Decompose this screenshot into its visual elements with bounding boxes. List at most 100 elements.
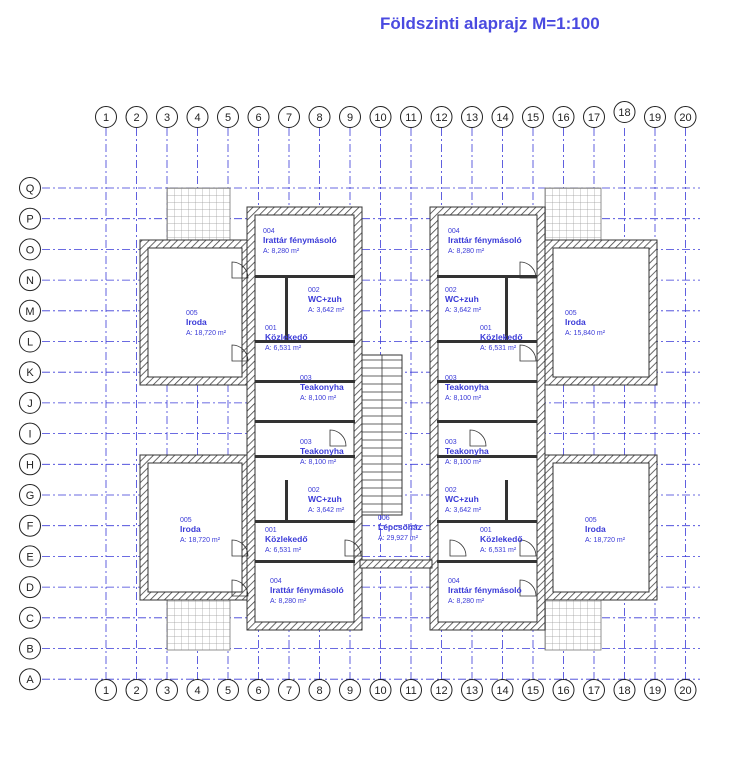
door-swing bbox=[231, 344, 249, 362]
room-floor bbox=[437, 214, 538, 623]
partition-wall bbox=[437, 455, 537, 458]
axis-label: A bbox=[26, 674, 34, 686]
room-name: Iroda bbox=[585, 524, 606, 534]
door-swing bbox=[329, 429, 347, 447]
axis-label: 3 bbox=[164, 685, 170, 697]
axis-bubble: 13 bbox=[461, 106, 483, 128]
axis-bubble: 3 bbox=[156, 679, 178, 701]
partition-wall bbox=[505, 480, 508, 520]
axis-bubble: 4 bbox=[186, 106, 209, 128]
axis-bubble: 15 bbox=[522, 679, 544, 701]
axis-bubble: P bbox=[19, 207, 41, 230]
room-area: A: 18,720 m² bbox=[585, 537, 626, 544]
room-area: A: 6,531 m² bbox=[265, 547, 302, 554]
balcony bbox=[544, 187, 602, 241]
axis-label: 20 bbox=[679, 685, 691, 697]
axis-label: 8 bbox=[316, 685, 322, 697]
room-area: A: 3,642 m² bbox=[308, 507, 345, 514]
axis-label: O bbox=[26, 244, 35, 256]
axis-label: E bbox=[26, 551, 33, 563]
partition-wall bbox=[505, 275, 508, 340]
axis-label: 5 bbox=[225, 112, 231, 124]
axis-bubble: 3 bbox=[156, 106, 178, 128]
axis-label: C bbox=[26, 613, 34, 625]
axis-bubble: 2 bbox=[125, 679, 148, 701]
room-code: 005 bbox=[186, 310, 198, 317]
axis-bubble: 7 bbox=[278, 106, 300, 128]
axis-label: 1 bbox=[103, 685, 109, 697]
axis-bubble: Q bbox=[19, 177, 41, 199]
axis-label: 14 bbox=[496, 112, 508, 124]
room-area: A: 18,720 m² bbox=[186, 330, 227, 337]
axis-label: 1 bbox=[103, 112, 109, 124]
axis-bubble: 20 bbox=[674, 679, 697, 701]
axis-bubble: 16 bbox=[552, 106, 575, 128]
room-code: 005 bbox=[180, 517, 192, 524]
axis-bubble: 12 bbox=[430, 106, 453, 128]
door-swing bbox=[231, 261, 249, 279]
axis-label: 16 bbox=[557, 112, 569, 124]
room-code: 003 bbox=[300, 439, 312, 446]
axis-label: 13 bbox=[466, 112, 478, 124]
room-area: A: 18,720 m² bbox=[180, 537, 221, 544]
room-name: Iroda bbox=[186, 317, 207, 327]
room-name: WC+zuh bbox=[445, 294, 479, 304]
room-area: A: 6,531 m² bbox=[265, 345, 302, 352]
axis-bubble: 7 bbox=[278, 679, 300, 701]
partition-wall bbox=[437, 340, 537, 343]
axis-label: 11 bbox=[405, 112, 416, 124]
room-code: 004 bbox=[263, 228, 275, 235]
axis-bubble: J bbox=[19, 391, 41, 414]
room-name: Teakonyha bbox=[300, 446, 344, 456]
room-floor bbox=[552, 462, 650, 593]
axis-label: 17 bbox=[588, 685, 600, 697]
walls bbox=[139, 206, 658, 631]
balcony bbox=[544, 599, 602, 651]
axis-label: G bbox=[26, 490, 35, 502]
room-area: A: 6,531 m² bbox=[480, 547, 517, 554]
axis-label: 14 bbox=[496, 685, 508, 697]
axis-label: 17 bbox=[588, 112, 600, 124]
axis-bubble: 11 bbox=[400, 679, 422, 701]
partition-wall bbox=[255, 380, 355, 383]
axis-bubble: B bbox=[19, 637, 41, 660]
axis-bubble: 9 bbox=[339, 679, 361, 701]
axis-bubble: 4 bbox=[186, 679, 209, 701]
axis-label: 12 bbox=[435, 685, 447, 697]
axis-label: N bbox=[26, 275, 34, 287]
axis-label: 16 bbox=[557, 685, 569, 697]
room-area: A: 3,642 m² bbox=[445, 507, 482, 514]
axis-label: 19 bbox=[649, 112, 661, 124]
room-code: 003 bbox=[300, 375, 312, 382]
axis-label: H bbox=[26, 459, 34, 471]
room-area: A: 8,280 m² bbox=[270, 598, 307, 605]
axis-bubble: 18 bbox=[613, 679, 636, 701]
room-name: Közlekedő bbox=[265, 332, 308, 342]
axis-bubble: 16 bbox=[552, 679, 575, 701]
axis-bubble: H bbox=[19, 453, 41, 476]
axis-bubble: 11 bbox=[400, 106, 422, 128]
axis-bubble: 10 bbox=[369, 679, 392, 701]
axis-label: 10 bbox=[374, 685, 386, 697]
room-name: Lépcsőház bbox=[378, 522, 422, 532]
partition-wall bbox=[437, 420, 537, 423]
room-area: A: 29,927 m² bbox=[378, 535, 419, 542]
room-code: 004 bbox=[448, 228, 460, 235]
axis-label: P bbox=[26, 214, 33, 226]
door-swing bbox=[519, 344, 537, 362]
axis-bubbles: 1122334455667788991010111112121313141415… bbox=[19, 101, 697, 701]
axis-bubble: 19 bbox=[644, 106, 666, 128]
room-name: Iroda bbox=[180, 524, 201, 534]
axis-bubble: 6 bbox=[247, 106, 270, 128]
room-code: 002 bbox=[445, 287, 457, 294]
